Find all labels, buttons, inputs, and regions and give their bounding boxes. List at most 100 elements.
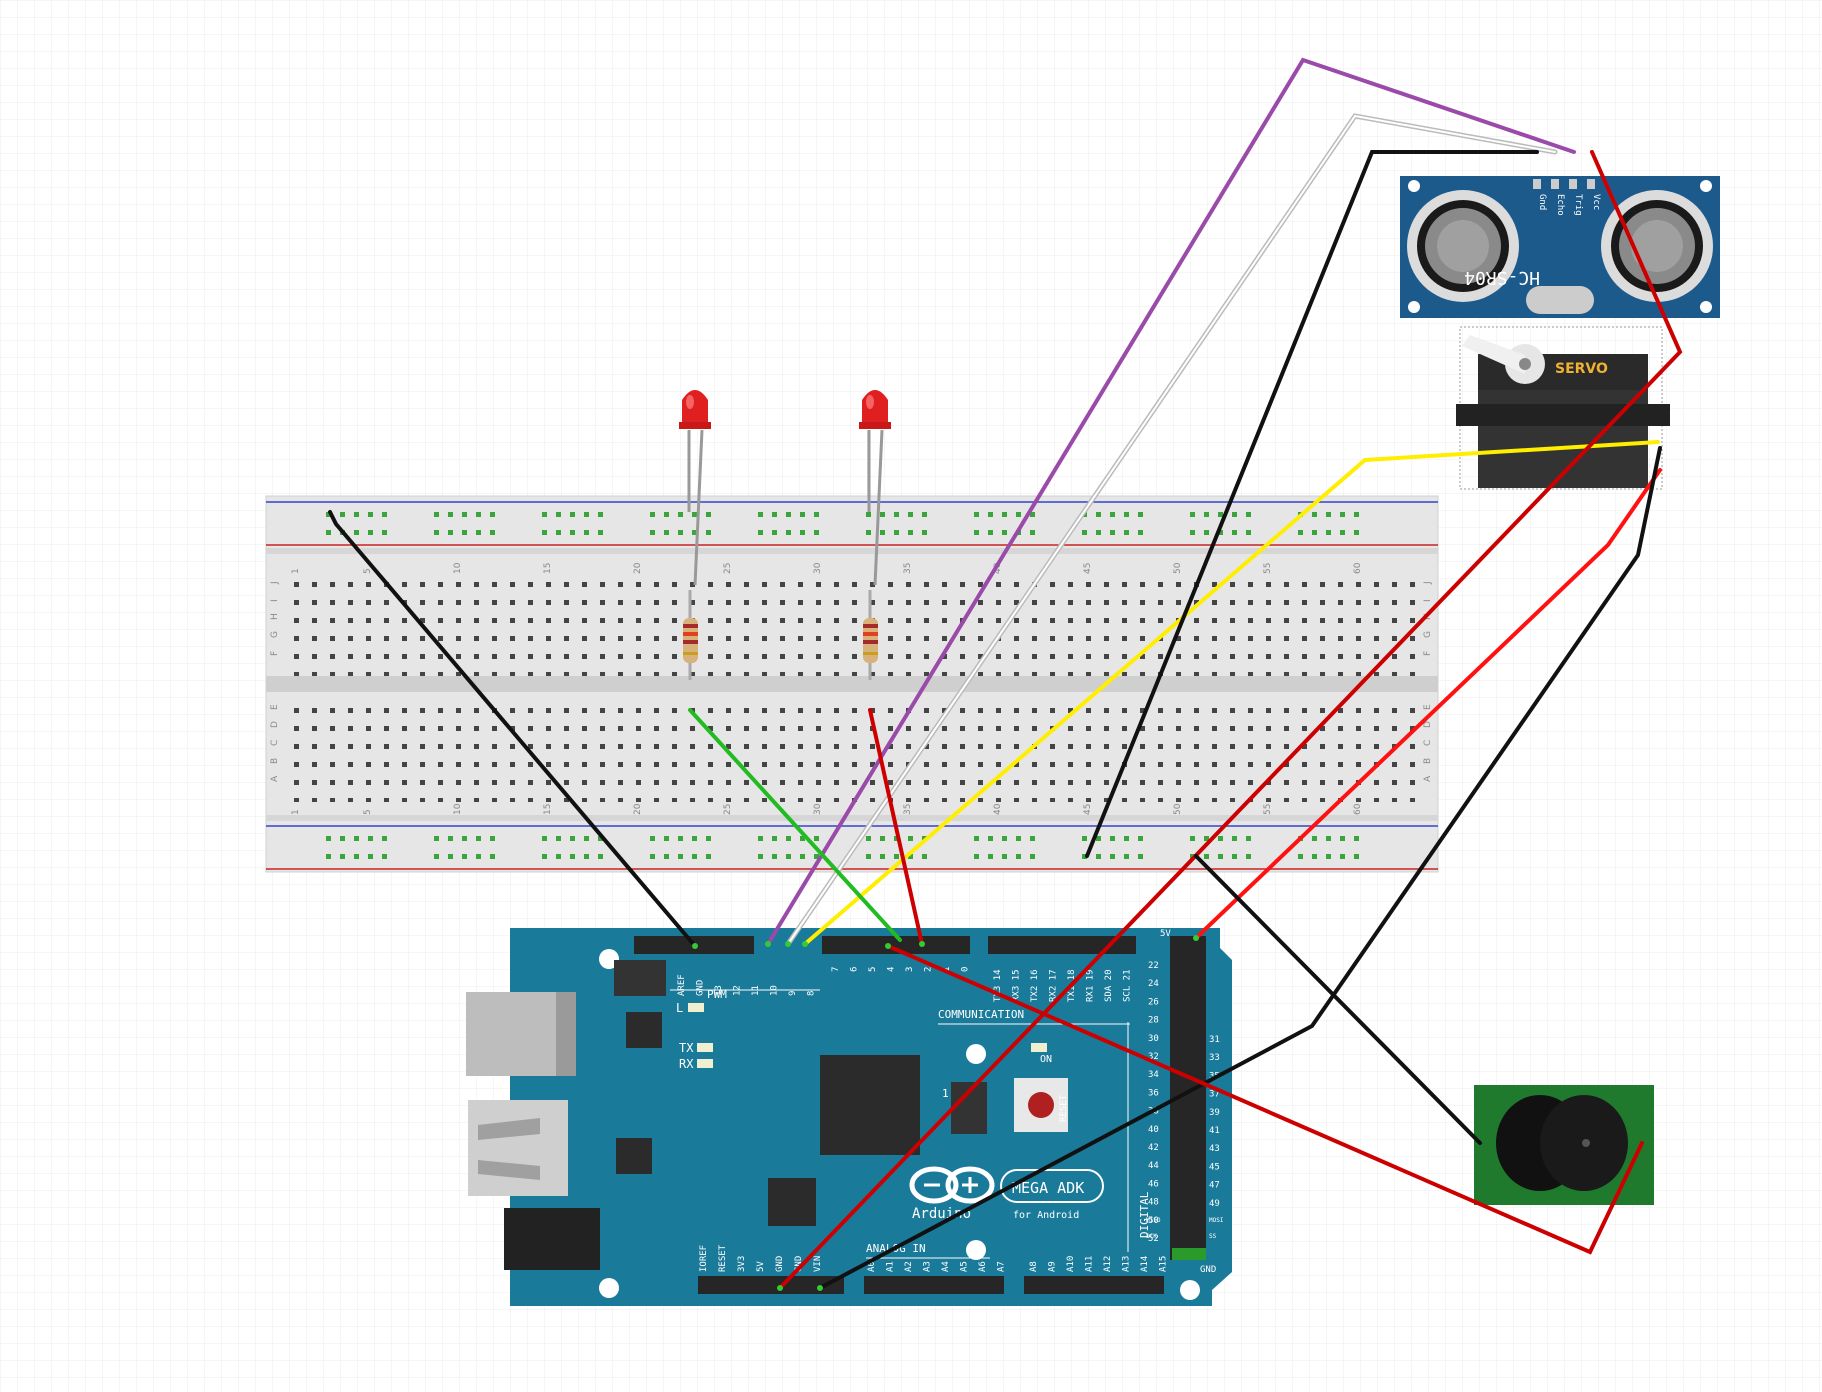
pin-label: IOREF [699,1245,709,1272]
breadboard-column-number: 50 [1173,562,1183,574]
rail-hole [650,530,655,535]
rail-hole [584,854,589,859]
resistor-1[interactable] [683,590,698,680]
rail-hole [1002,530,1007,535]
wire-yellow-servo[interactable] [803,440,1660,946]
rail-hole [988,854,993,859]
wire-red-buzzer[interactable] [886,944,1644,1255]
rail-hole [1204,530,1209,535]
sensor-pin-label: Trig [1573,194,1583,216]
rail-hole [434,512,439,517]
rail-hole [462,512,467,517]
breadboard-column-number: 60 [1353,803,1363,815]
header-communication [988,936,1136,954]
breadboard-row-letter: J [1423,581,1433,585]
rail-hole [880,854,885,859]
rail-hole [1218,854,1223,859]
rail-hole [692,530,697,535]
pin-label: 7 [831,967,841,972]
pin-label: 42 [1148,1143,1159,1153]
wire-black-gnd-sensor[interactable] [1085,150,1539,858]
pin-label: A15 [1159,1256,1169,1272]
rail-hole [894,854,899,859]
wire-red-vcc[interactable] [778,150,1683,1290]
rail-hole [650,836,655,841]
rail-hole [382,854,387,859]
pin-label: GND [1200,1265,1216,1275]
rail-hole [1246,512,1251,517]
rail-hole [1246,530,1251,535]
rail-hole [1124,836,1129,841]
pin-label: 13 [714,985,724,996]
breadboard-column-number: 20 [633,803,643,815]
rail-hole [1190,512,1195,517]
breadboard-row-letter: B [1423,758,1433,764]
rail-hole [800,836,805,841]
header-analog [864,1276,1004,1294]
rail-hole [1232,854,1237,859]
rail-hole [800,512,805,517]
rail-hole [880,836,885,841]
breadboard-column-number: 40 [993,562,1003,574]
breadboard-column-number: 15 [543,804,553,815]
tx-led [697,1043,713,1052]
breadboard-column-number: 10 [453,803,463,815]
wire-black-buzzer[interactable] [1194,854,1482,1145]
pin-label: 5V [1160,929,1171,939]
servo-motor[interactable]: SERVO [1456,326,1670,490]
rail-hole [1340,530,1345,535]
rail-hole [974,854,979,859]
rail-hole [1326,854,1331,859]
pin-label: A0 [867,1261,877,1272]
wire-purple-trig[interactable] [766,57,1576,946]
led-1[interactable] [679,390,711,586]
rail-hole [758,854,763,859]
arduino-mega-adk[interactable]: 1 RESET L TX RX ON PWM COMMUNICATION Ard… [466,928,1232,1306]
pin-label: 3V3 [737,1256,747,1272]
power-jack [504,1208,600,1270]
wire-black-gnd-rail[interactable] [328,510,697,948]
wire-red-5v[interactable] [1194,468,1662,940]
model-label: MEGA ADK [1012,1179,1084,1197]
rail-hole [1298,530,1303,535]
digital-label: DIGITAL [1138,1191,1151,1238]
led-2[interactable] [859,390,891,586]
rail-hole [1030,836,1035,841]
rail-hole [1190,530,1195,535]
rail-hole [786,512,791,517]
breadboard-column-number: 60 [1353,562,1363,574]
rail-hole [382,836,387,841]
pin-label: RESET [718,1244,728,1272]
wires [328,57,1683,1291]
breadboard-column-number: 40 [993,803,1003,815]
pin-label: A5 [960,1261,970,1272]
pin-label: SCL 21 [1123,969,1133,1002]
rail-hole [706,854,711,859]
pin-label: 36 [1148,1088,1159,1098]
breadboard-row-letter: H [270,613,280,620]
pin-label: 49 [1209,1199,1220,1209]
wire-red-led[interactable] [868,708,924,946]
rail-hole [354,854,359,859]
rail-hole [866,530,871,535]
rail-hole [692,836,697,841]
rx-label: RX [679,1057,694,1071]
rail-hole [354,836,359,841]
pin-label: 31 [1209,1035,1220,1045]
rail-hole [354,530,359,535]
resistor-2[interactable] [863,590,878,680]
rail-hole [490,512,495,517]
wire-green-led[interactable] [688,708,902,942]
buzzer-module[interactable] [1474,1085,1654,1205]
wire-black-servo-gnd[interactable] [818,446,1662,1290]
rail-hole [1002,854,1007,859]
breadboard-column-number: 35 [903,804,913,815]
pin-label: GND [696,980,706,996]
rail-hole [772,512,777,517]
rail-hole [368,836,373,841]
rail-hole [434,836,439,841]
